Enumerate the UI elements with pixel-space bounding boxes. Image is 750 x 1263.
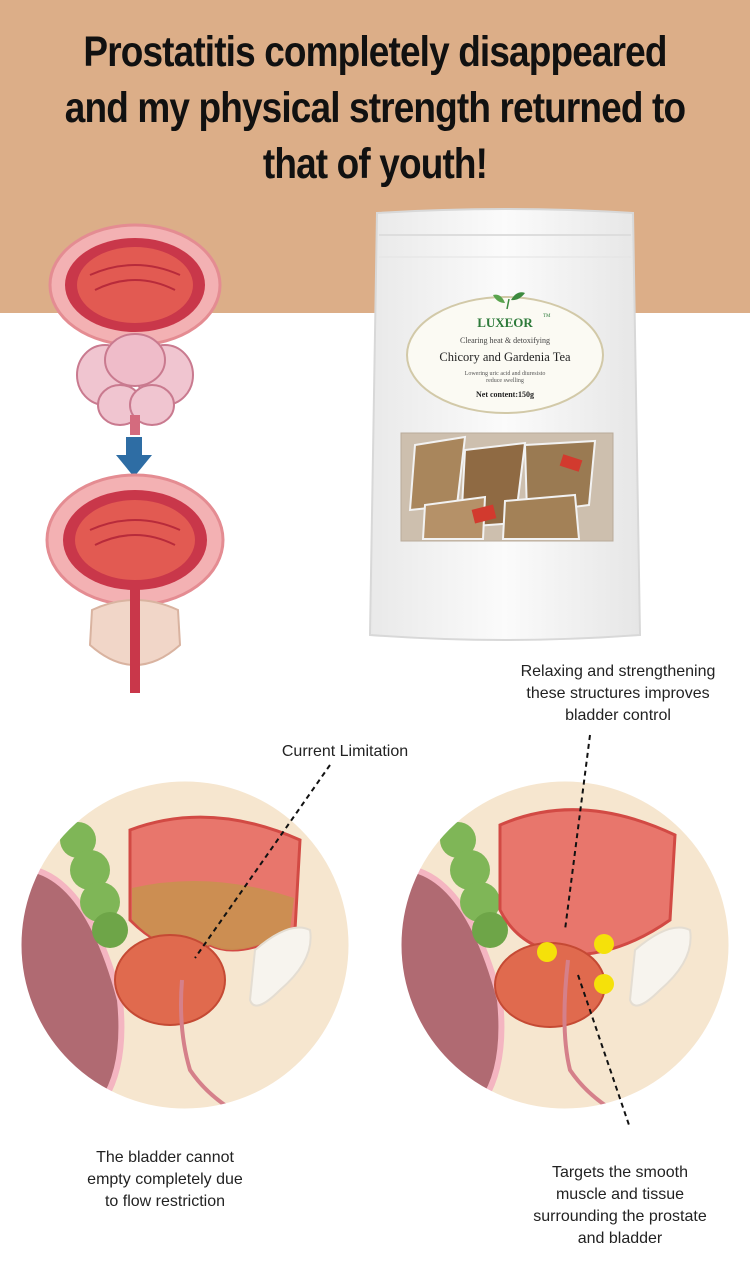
brand-name: LUXEOR (477, 315, 533, 330)
net-content: Net content:150g (476, 390, 534, 399)
highlight-dot (594, 974, 614, 994)
pointer-line-relaxing (564, 734, 591, 931)
colon-icon (60, 822, 128, 948)
pointer-line-targets (577, 974, 631, 1129)
tea-bags-icon (408, 435, 597, 540)
down-arrow-icon (116, 437, 152, 477)
headline-line-3: that of youth! (262, 140, 488, 188)
headline-line-2: and my physical strength returned to (64, 84, 686, 132)
benefit-line-2: reduce swelling (486, 378, 524, 384)
caption-current-limitation: Current Limitation (281, 743, 409, 760)
headline-line-1: Prostatitis completely disappeared (83, 28, 667, 76)
swollen-prostate-illustration (48, 223, 222, 435)
seminal-vesicle-icon (628, 926, 692, 1007)
prostate-before-after-illustration (45, 223, 225, 693)
product-name: Chicory and Gardenia Tea (439, 350, 571, 364)
highlight-dot (594, 934, 614, 954)
prostate-icon (114, 934, 226, 1026)
benefit-line-1: Lowering uric acid and diuresisto (465, 371, 546, 377)
highlight-dot (537, 942, 557, 962)
right-anatomy-circle (398, 778, 732, 1112)
caption-bladder-cannot-empty: The bladder cannot empty completely due … (87, 1149, 243, 1210)
headline: Prostatitis completely disappeared and m… (53, 24, 698, 192)
pointer-line-current-limitation (194, 764, 331, 959)
trademark-mark: TM (543, 314, 551, 319)
tea-package-pouch: LUXEOR TM Clearing heat & detoxifying Ch… (368, 208, 642, 641)
leaf-logo-icon (493, 292, 525, 310)
tea-package: LUXEOR TM Clearing heat & detoxifying Ch… (365, 205, 645, 645)
product-tagline: Clearing heat & detoxifying (460, 336, 550, 345)
caption-targets-smooth-muscle: Targets the smooth muscle and tissue sur… (533, 1164, 707, 1247)
seminal-vesicle-icon (248, 926, 312, 1007)
caption-relaxing-strengthening: Relaxing and strengthening these structu… (520, 663, 716, 724)
colon-icon (440, 822, 508, 948)
left-anatomy-circle (18, 778, 352, 1112)
healthy-prostate-illustration (45, 473, 225, 693)
